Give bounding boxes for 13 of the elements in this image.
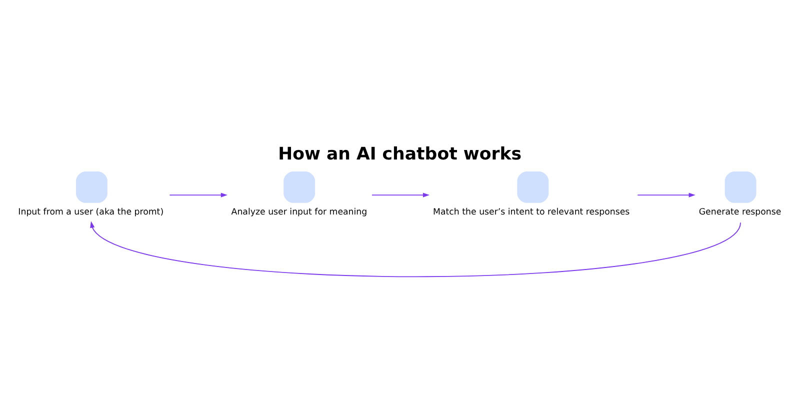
arrow (372, 192, 430, 198)
arrow (90, 221, 742, 278)
diagram-title: How an AI chatbot works (278, 144, 522, 164)
node-label: Input from a user (aka the promt) (18, 208, 164, 218)
arrow (637, 192, 696, 198)
node-label: Analyze user input for meaning (231, 208, 368, 218)
node-box (517, 171, 549, 203)
node-label: Generate response (698, 208, 782, 218)
arrow (169, 192, 228, 198)
node-box (284, 171, 316, 203)
node-box (724, 171, 756, 203)
node-box (76, 171, 108, 203)
node-label: Match the user’s intent to relevant responses (433, 208, 630, 218)
